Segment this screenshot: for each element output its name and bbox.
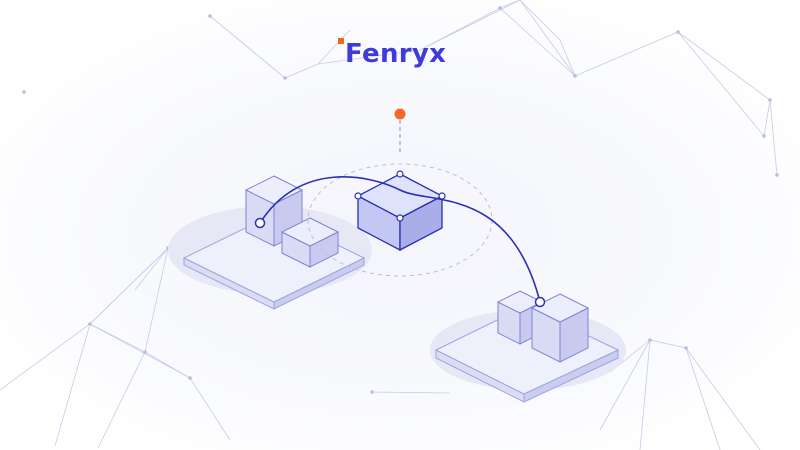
network-nodes bbox=[22, 6, 779, 394]
right-tall-cube bbox=[530, 293, 590, 363]
brand-logo: Fenryx bbox=[338, 36, 446, 76]
route-start-node bbox=[254, 217, 266, 229]
right-platform-group bbox=[430, 290, 626, 403]
location-marker-dot bbox=[394, 108, 406, 120]
center-cube-vertex-nodes bbox=[354, 170, 446, 222]
route-end-node bbox=[534, 296, 546, 308]
route-path bbox=[259, 176, 541, 303]
left-platform-group bbox=[168, 175, 372, 310]
orange-square-mark-icon bbox=[338, 38, 344, 44]
brand-name: Fenryx bbox=[345, 39, 447, 69]
left-short-cube bbox=[280, 217, 340, 268]
route-nodes bbox=[254, 217, 546, 308]
